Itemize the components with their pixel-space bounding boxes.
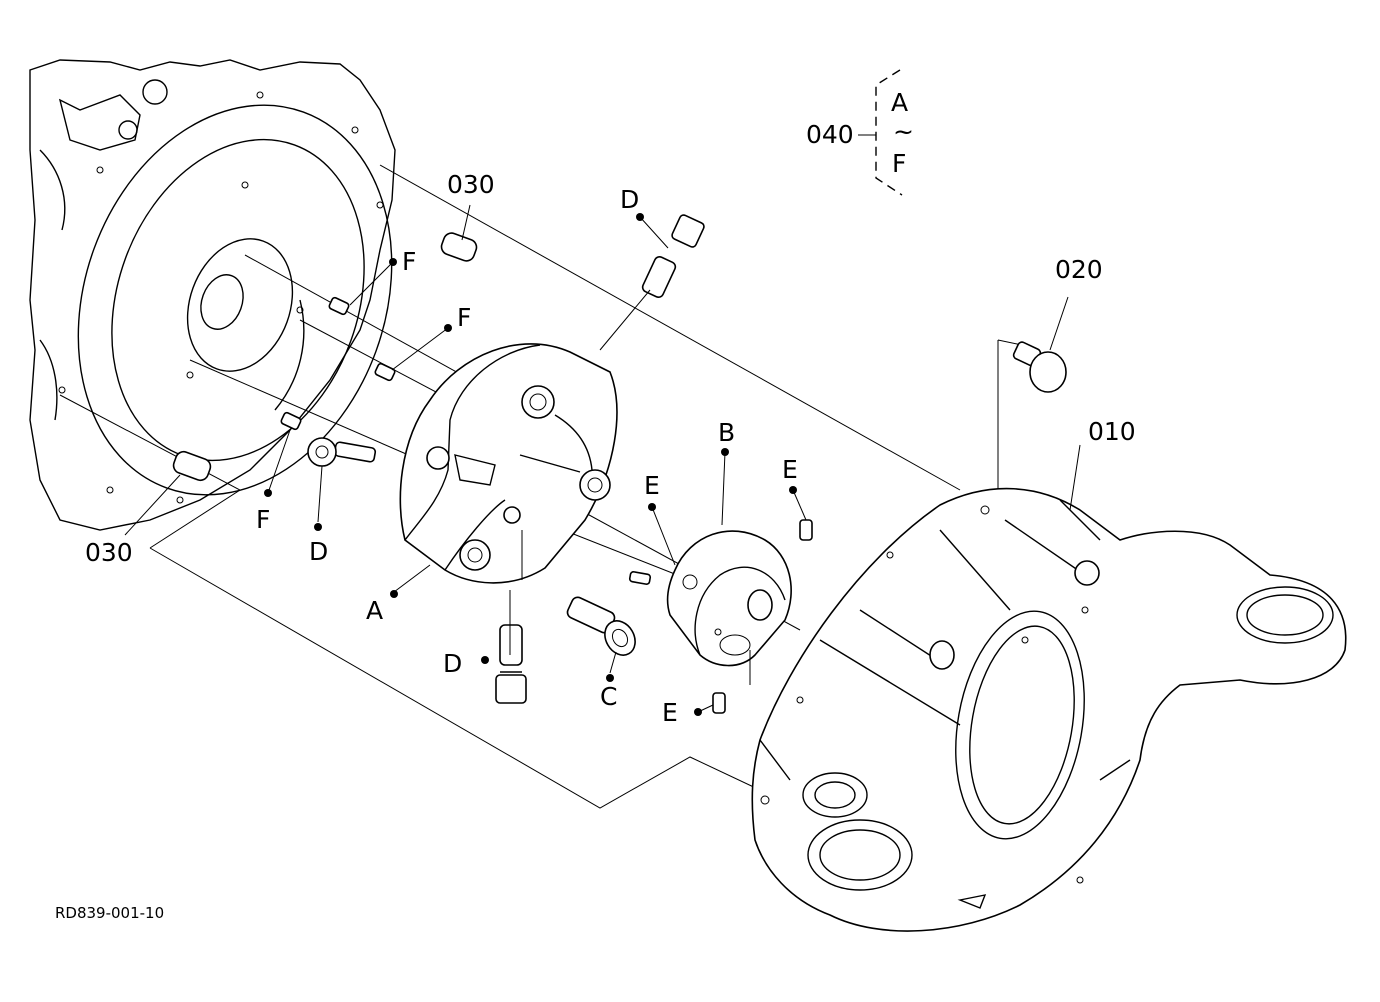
label-010: 010 [1088,417,1136,446]
pin-f-mid [374,362,396,382]
dowel-030-top [440,232,478,262]
label-030-top: 030 [447,170,495,199]
label-range-sep: ~ [893,117,914,146]
pin-f-bottom [280,411,302,431]
label-e-bottom: E [662,698,678,727]
pin-e-bottom [712,692,726,714]
screw-d-left [307,437,377,467]
reference-code: RD839-001-10 [55,904,164,922]
leader-lines [124,204,1081,716]
screw-d-bottom [495,624,527,704]
label-a: A [366,596,383,625]
pin-e-right [799,519,813,541]
label-f-top: F [402,247,416,276]
label-range-to: F [892,149,906,178]
label-c: C [600,682,617,711]
label-range-from: A [891,88,908,117]
label-d-bottom: D [443,649,462,678]
label-e-right: E [782,455,798,484]
screw-c [566,596,636,656]
dowel-030-bottom [172,450,212,482]
hub-b [666,530,792,685]
pin-f-top [328,296,350,316]
screw-d-top [599,214,705,351]
label-040: 040 [806,120,854,149]
label-d-left: D [309,537,328,566]
plug-020 [1012,341,1067,393]
set-bracket-040 [858,69,903,196]
housing-010 [751,487,1347,932]
label-d-top: D [620,185,639,214]
label-e-left: E [644,471,660,500]
label-b: B [718,418,735,447]
part-labels: 010 020 030 030 040 A ~ F A B C D D D E … [55,88,1136,922]
label-f-bottom: F [256,505,270,534]
label-020: 020 [1055,255,1103,284]
label-f-mid: F [457,303,471,332]
label-030-bottom: 030 [85,538,133,567]
coupling-a [399,343,618,584]
flywheel-housing [29,59,396,531]
pin-e-left [628,571,652,585]
